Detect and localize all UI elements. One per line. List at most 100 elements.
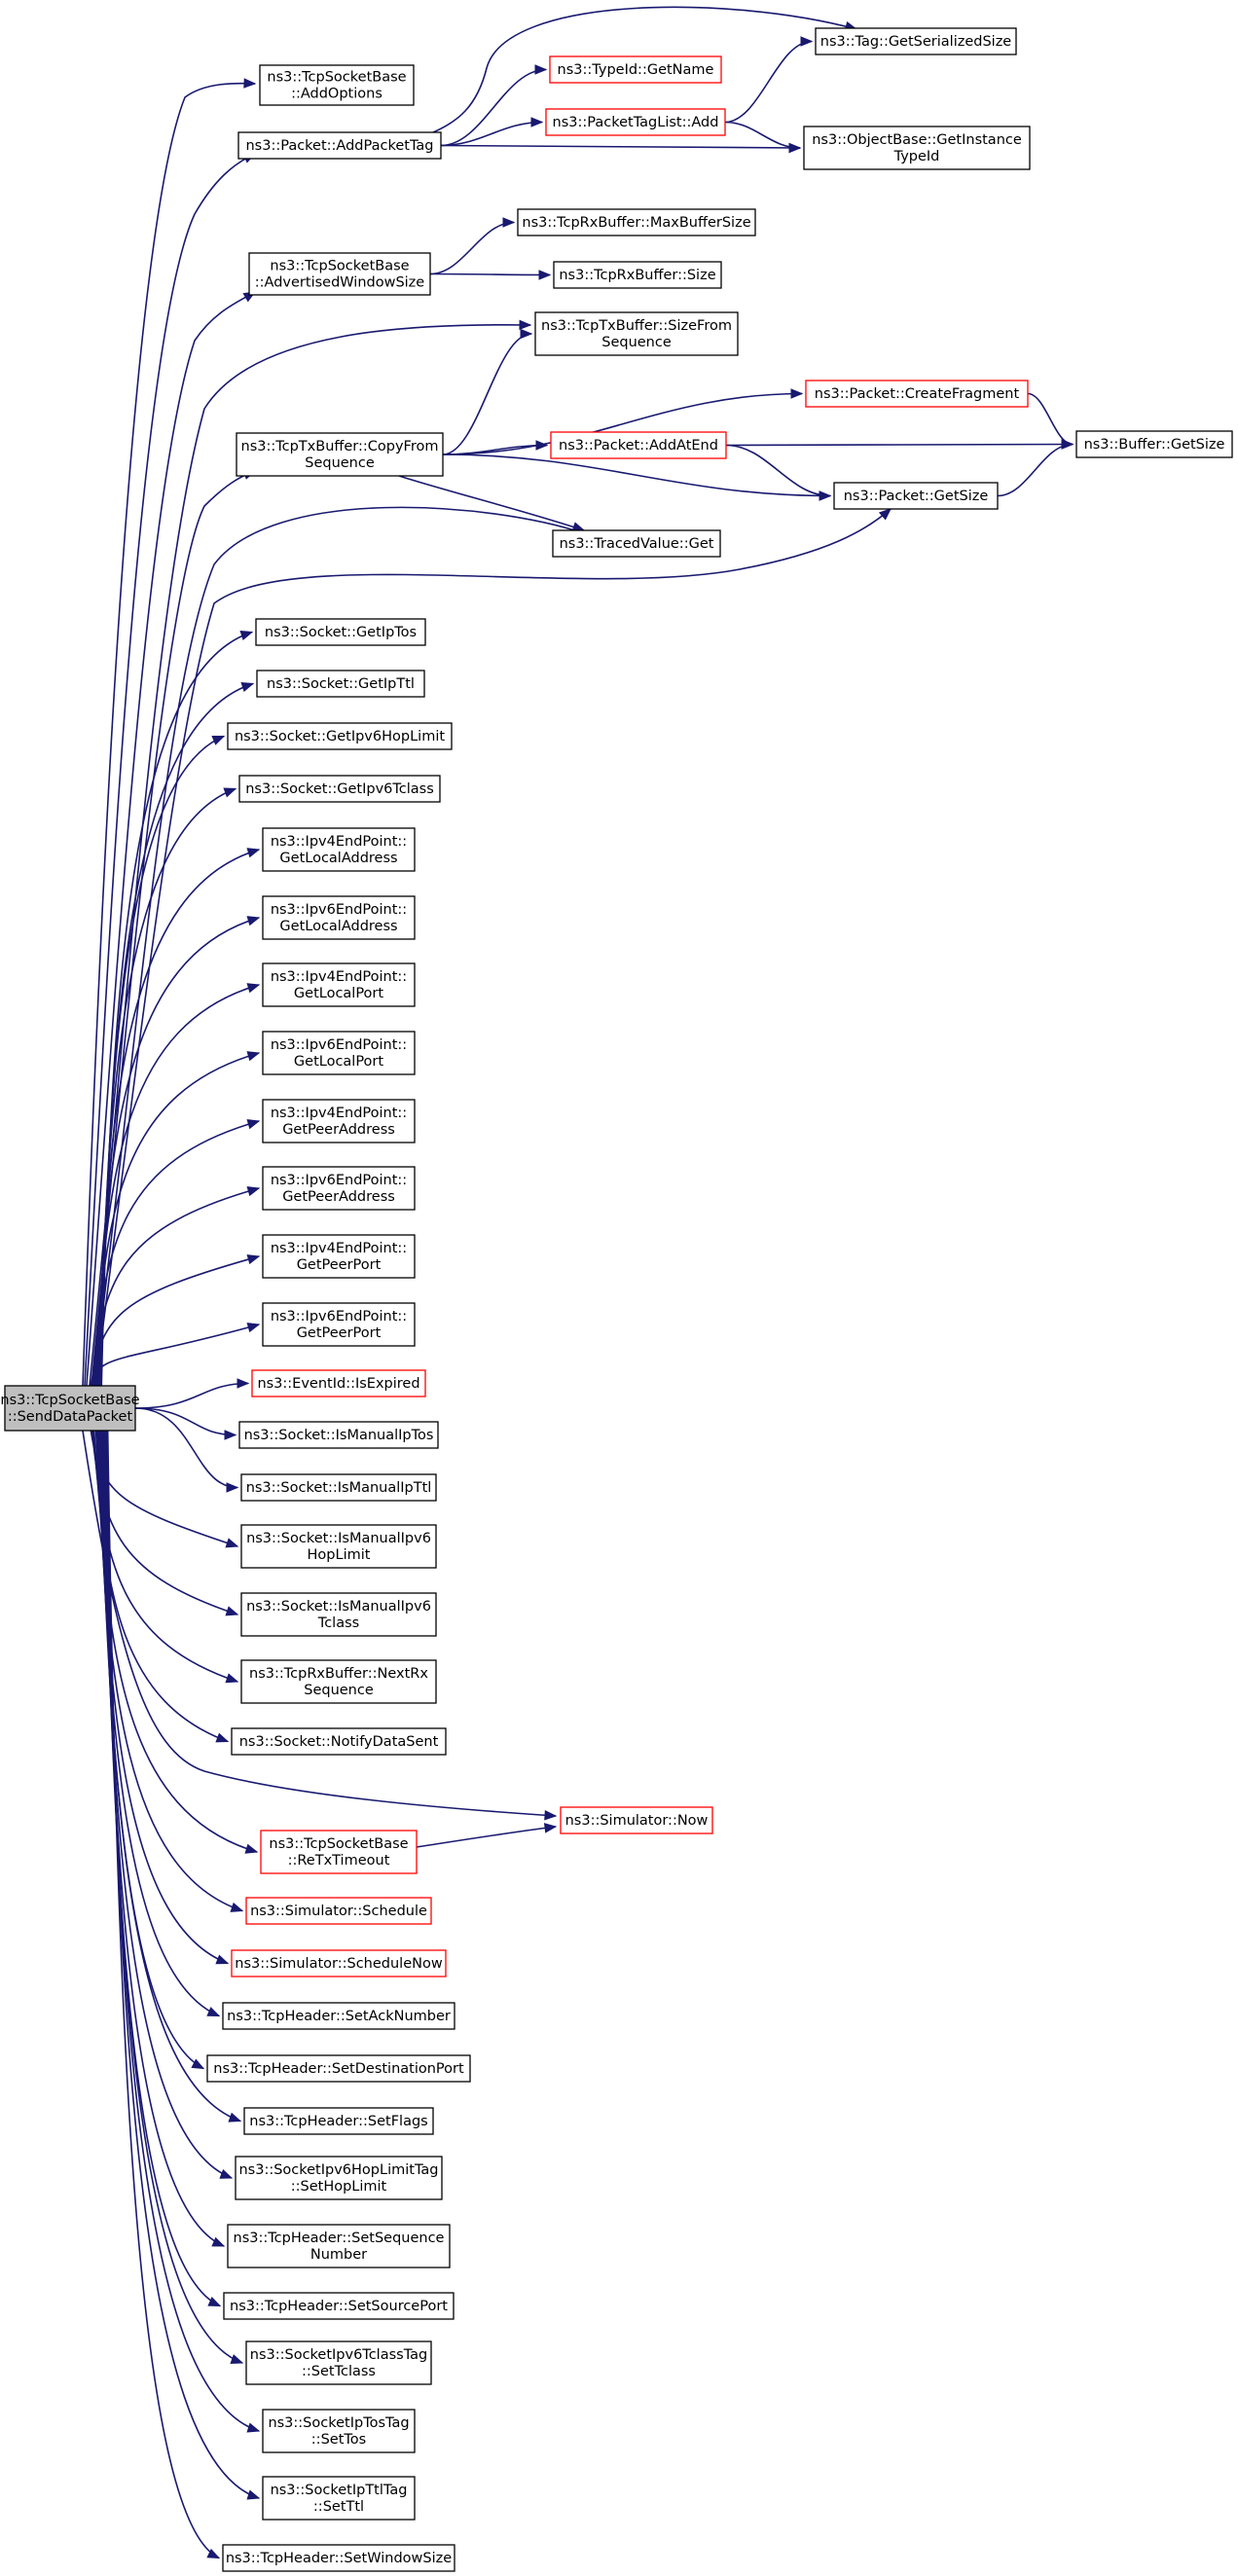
- node-ismanipttl[interactable]: ns3::Socket::IsManualIpTtl: [240, 1473, 437, 1502]
- node-root[interactable]: ns3::TcpSocketBase::SendDataPacket: [0, 1385, 140, 1432]
- arrowhead-root-to-ismanv6tclass: [225, 1606, 239, 1616]
- node-retxtimeout[interactable]: ns3::TcpSocketBase::ReTxTimeout: [260, 1830, 418, 1874]
- node-ipv6peeraddr[interactable]: ns3::Ipv6EndPoint::GetPeerAddress: [262, 1166, 416, 1211]
- arrowhead-root-to-ipv4localport: [246, 983, 261, 994]
- node-packetgetsize[interactable]: ns3::Packet::GetSize: [833, 482, 999, 510]
- node-box: [262, 1099, 416, 1143]
- node-setacknum[interactable]: ns3::TcpHeader::SetAckNumber: [222, 2002, 455, 2030]
- node-label: ns3::SocketIpTtlTag: [271, 2483, 408, 2498]
- node-typeidgetname[interactable]: ns3::TypeId::GetName: [549, 55, 722, 84]
- node-box: [517, 208, 756, 236]
- node-ismaniptos[interactable]: ns3::Socket::IsManualIpTos: [238, 1421, 439, 1449]
- node-box: [1075, 430, 1233, 458]
- node-label: ns3::Packet::AddPacketTag: [245, 138, 433, 154]
- node-ipv6localaddr[interactable]: ns3::Ipv6EndPoint::GetLocalAddress: [262, 895, 416, 940]
- edge-root-to-ismanipttl: [134, 1407, 238, 1489]
- node-notifysent[interactable]: ns3::Socket::NotifyDataSent: [231, 1727, 447, 1756]
- node-box: [259, 64, 415, 106]
- arrowhead-root-to-ipv6peerport: [246, 1323, 261, 1333]
- edge-root-to-addoptions: [82, 82, 256, 1387]
- node-box: [262, 1302, 416, 1347]
- arrowhead-root-to-packetgetsize: [878, 508, 892, 521]
- edge-root-to-addpackettag: [84, 153, 256, 1387]
- node-label: ns3::TcpTxBuffer::CopyFrom: [241, 439, 439, 454]
- arrowhead-root-to-getiptos: [239, 631, 254, 641]
- node-addoptions[interactable]: ns3::TcpSocketBase::AddOptions: [259, 64, 415, 106]
- node-setwinsize[interactable]: ns3::TcpHeader::SetWindowSize: [222, 2544, 455, 2572]
- node-buffergetsize[interactable]: ns3::Buffer::GetSize: [1075, 430, 1233, 458]
- node-getipv6hop[interactable]: ns3::Socket::GetIpv6HopLimit: [227, 722, 453, 750]
- node-rxsize[interactable]: ns3::TcpRxBuffer::Size: [553, 261, 722, 289]
- node-ipv4localport[interactable]: ns3::Ipv4EndPoint::GetLocalPort: [262, 962, 416, 1007]
- node-box: [248, 252, 431, 296]
- node-label: Sequence: [304, 1683, 374, 1698]
- node-settclass[interactable]: ns3::SocketIpv6TclassTag::SetTclass: [245, 2340, 432, 2385]
- arrowhead-copyfrom-to-addatend: [535, 440, 549, 451]
- arrowhead-root-to-setdestport: [191, 2058, 205, 2070]
- edge-root-to-ipv4peerport: [90, 1255, 260, 1387]
- node-isexpired[interactable]: ns3::EventId::IsExpired: [251, 1369, 426, 1397]
- node-box: [227, 2224, 451, 2268]
- node-createfrag[interactable]: ns3::Packet::CreateFragment: [805, 380, 1029, 408]
- node-label: GetPeerAddress: [282, 1189, 395, 1205]
- node-label: ns3::TcpSocketBase: [270, 259, 409, 274]
- node-box: [550, 431, 727, 459]
- node-label: ::SetHopLimit: [291, 2179, 387, 2195]
- node-box: [560, 1806, 713, 1834]
- node-getipv6tclass[interactable]: ns3::Socket::GetIpv6Tclass: [238, 775, 441, 803]
- node-schedule[interactable]: ns3::Simulator::Schedule: [245, 1897, 432, 1925]
- node-label: ns3::TcpHeader::SetSequence: [234, 2231, 445, 2246]
- node-addpackettag[interactable]: ns3::Packet::AddPacketTag: [237, 131, 442, 160]
- node-tracedget[interactable]: ns3::TracedValue::Get: [552, 529, 721, 558]
- arrowhead-root-to-ipv6peeraddr: [246, 1186, 261, 1197]
- node-setsrcport[interactable]: ns3::TcpHeader::SetSourcePort: [223, 2292, 455, 2320]
- node-box: [240, 1659, 437, 1704]
- arrowhead-root-to-simnow: [544, 1810, 558, 1821]
- node-packettaglistadd[interactable]: ns3::PacketTagList::Add: [545, 108, 726, 136]
- node-rxmaxbuf[interactable]: ns3::TcpRxBuffer::MaxBufferSize: [517, 208, 756, 236]
- node-schedulenow[interactable]: ns3::Simulator::ScheduleNow: [231, 1949, 447, 1977]
- arrowhead-root-to-ipv4localaddr: [246, 848, 261, 858]
- node-label: ns3::TcpSocketBase: [267, 70, 406, 86]
- node-setdestport[interactable]: ns3::TcpHeader::SetDestinationPort: [206, 2054, 471, 2083]
- node-getiptos[interactable]: ns3::Socket::GetIpTos: [255, 618, 426, 646]
- node-addatend[interactable]: ns3::Packet::AddAtEnd: [550, 431, 727, 459]
- node-label: ::SetTtl: [313, 2499, 364, 2515]
- node-setttl[interactable]: ns3::SocketIpTtlTag::SetTtl: [262, 2476, 416, 2521]
- node-getipttl[interactable]: ns3::Socket::GetIpTtl: [256, 670, 425, 698]
- node-ipv4localaddr[interactable]: ns3::Ipv4EndPoint::GetLocalAddress: [262, 827, 416, 872]
- node-ipv4peerport[interactable]: ns3::Ipv4EndPoint::GetPeerPort: [262, 1234, 416, 1279]
- arrowhead-root-to-getipv6tclass: [223, 787, 237, 798]
- node-sethoplimit[interactable]: ns3::SocketIpv6HopLimitTag::SetHopLimit: [235, 2156, 443, 2200]
- arrowhead-root-to-getipv6hop: [211, 735, 226, 745]
- node-ipv4peeraddr[interactable]: ns3::Ipv4EndPoint::GetPeerAddress: [262, 1099, 416, 1143]
- node-label: ns3::Socket::GetIpTtl: [267, 676, 415, 692]
- node-getserialized[interactable]: ns3::Tag::GetSerializedSize: [815, 27, 1017, 55]
- node-setflags[interactable]: ns3::TcpHeader::SetFlags: [243, 2107, 434, 2135]
- node-ipv6localport[interactable]: ns3::Ipv6EndPoint::GetLocalPort: [262, 1031, 416, 1075]
- arrowhead-copyfrom-to-txsizefrom: [520, 328, 533, 340]
- arrowhead-advwin-to-rxsize: [538, 270, 552, 280]
- node-ipv6peerport[interactable]: ns3::Ipv6EndPoint::GetPeerPort: [262, 1302, 416, 1347]
- node-label: ns3::ObjectBase::GetInstance: [812, 132, 1022, 148]
- node-label: ns3::Ipv4EndPoint::: [271, 834, 407, 850]
- edge-root-to-advwin: [86, 291, 256, 1387]
- node-simnow[interactable]: ns3::Simulator::Now: [560, 1806, 713, 1834]
- node-settos[interactable]: ns3::SocketIpTosTag::SetTos: [262, 2409, 416, 2453]
- node-label: ns3::Ipv6EndPoint::: [271, 1037, 407, 1053]
- node-label: GetLocalAddress: [279, 919, 397, 934]
- node-label: ns3::TcpHeader::SetWindowSize: [226, 2551, 452, 2566]
- node-label: ns3::Ipv4EndPoint::: [271, 1241, 407, 1256]
- node-advwin[interactable]: ns3::TcpSocketBase::AdvertisedWindowSize: [248, 252, 431, 296]
- arrowhead-root-to-getipttl: [240, 681, 255, 692]
- node-label: ns3::TypeId::GetName: [558, 62, 714, 78]
- node-label: GetPeerPort: [297, 1257, 382, 1273]
